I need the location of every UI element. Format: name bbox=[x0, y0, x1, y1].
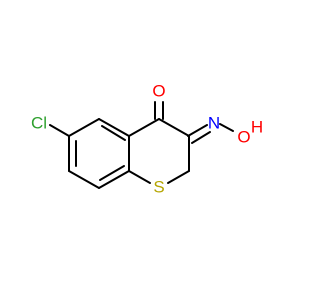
bond-c8-c7 bbox=[68, 170, 100, 189]
bond-c5-c4a-inner bbox=[101, 125, 126, 141]
atom-hydroxyl-oxygen: O bbox=[237, 127, 250, 146]
bond-c3-n-a bbox=[187, 124, 208, 137]
bond-c5-c4a bbox=[98, 118, 130, 137]
bond-c6-cl bbox=[49, 124, 70, 137]
bond-c3-n-b bbox=[191, 131, 211, 144]
atom-oxime-nitrogen: N bbox=[208, 113, 220, 132]
molecule-structure: Cl O N O H S bbox=[31, 81, 263, 196]
bond-c8a-c8 bbox=[98, 170, 130, 189]
bond-n-o bbox=[219, 123, 234, 132]
atom-sulfur: S bbox=[153, 177, 164, 196]
bond-group bbox=[49, 101, 234, 189]
bond-s-c8a bbox=[128, 170, 151, 184]
molecule-canvas: Cl O N O H S bbox=[31, 81, 263, 196]
atom-hydroxyl-hydrogen: H bbox=[251, 117, 263, 136]
bond-c2-s bbox=[167, 170, 190, 184]
atom-chlorine: Cl bbox=[31, 113, 47, 132]
bond-c4a-c4 bbox=[128, 118, 160, 137]
atom-carbonyl-oxygen: O bbox=[152, 81, 165, 100]
bond-c8a-c8-inner bbox=[99, 165, 125, 181]
bond-c4-c3 bbox=[158, 118, 190, 137]
bond-c6-c5 bbox=[68, 118, 100, 137]
